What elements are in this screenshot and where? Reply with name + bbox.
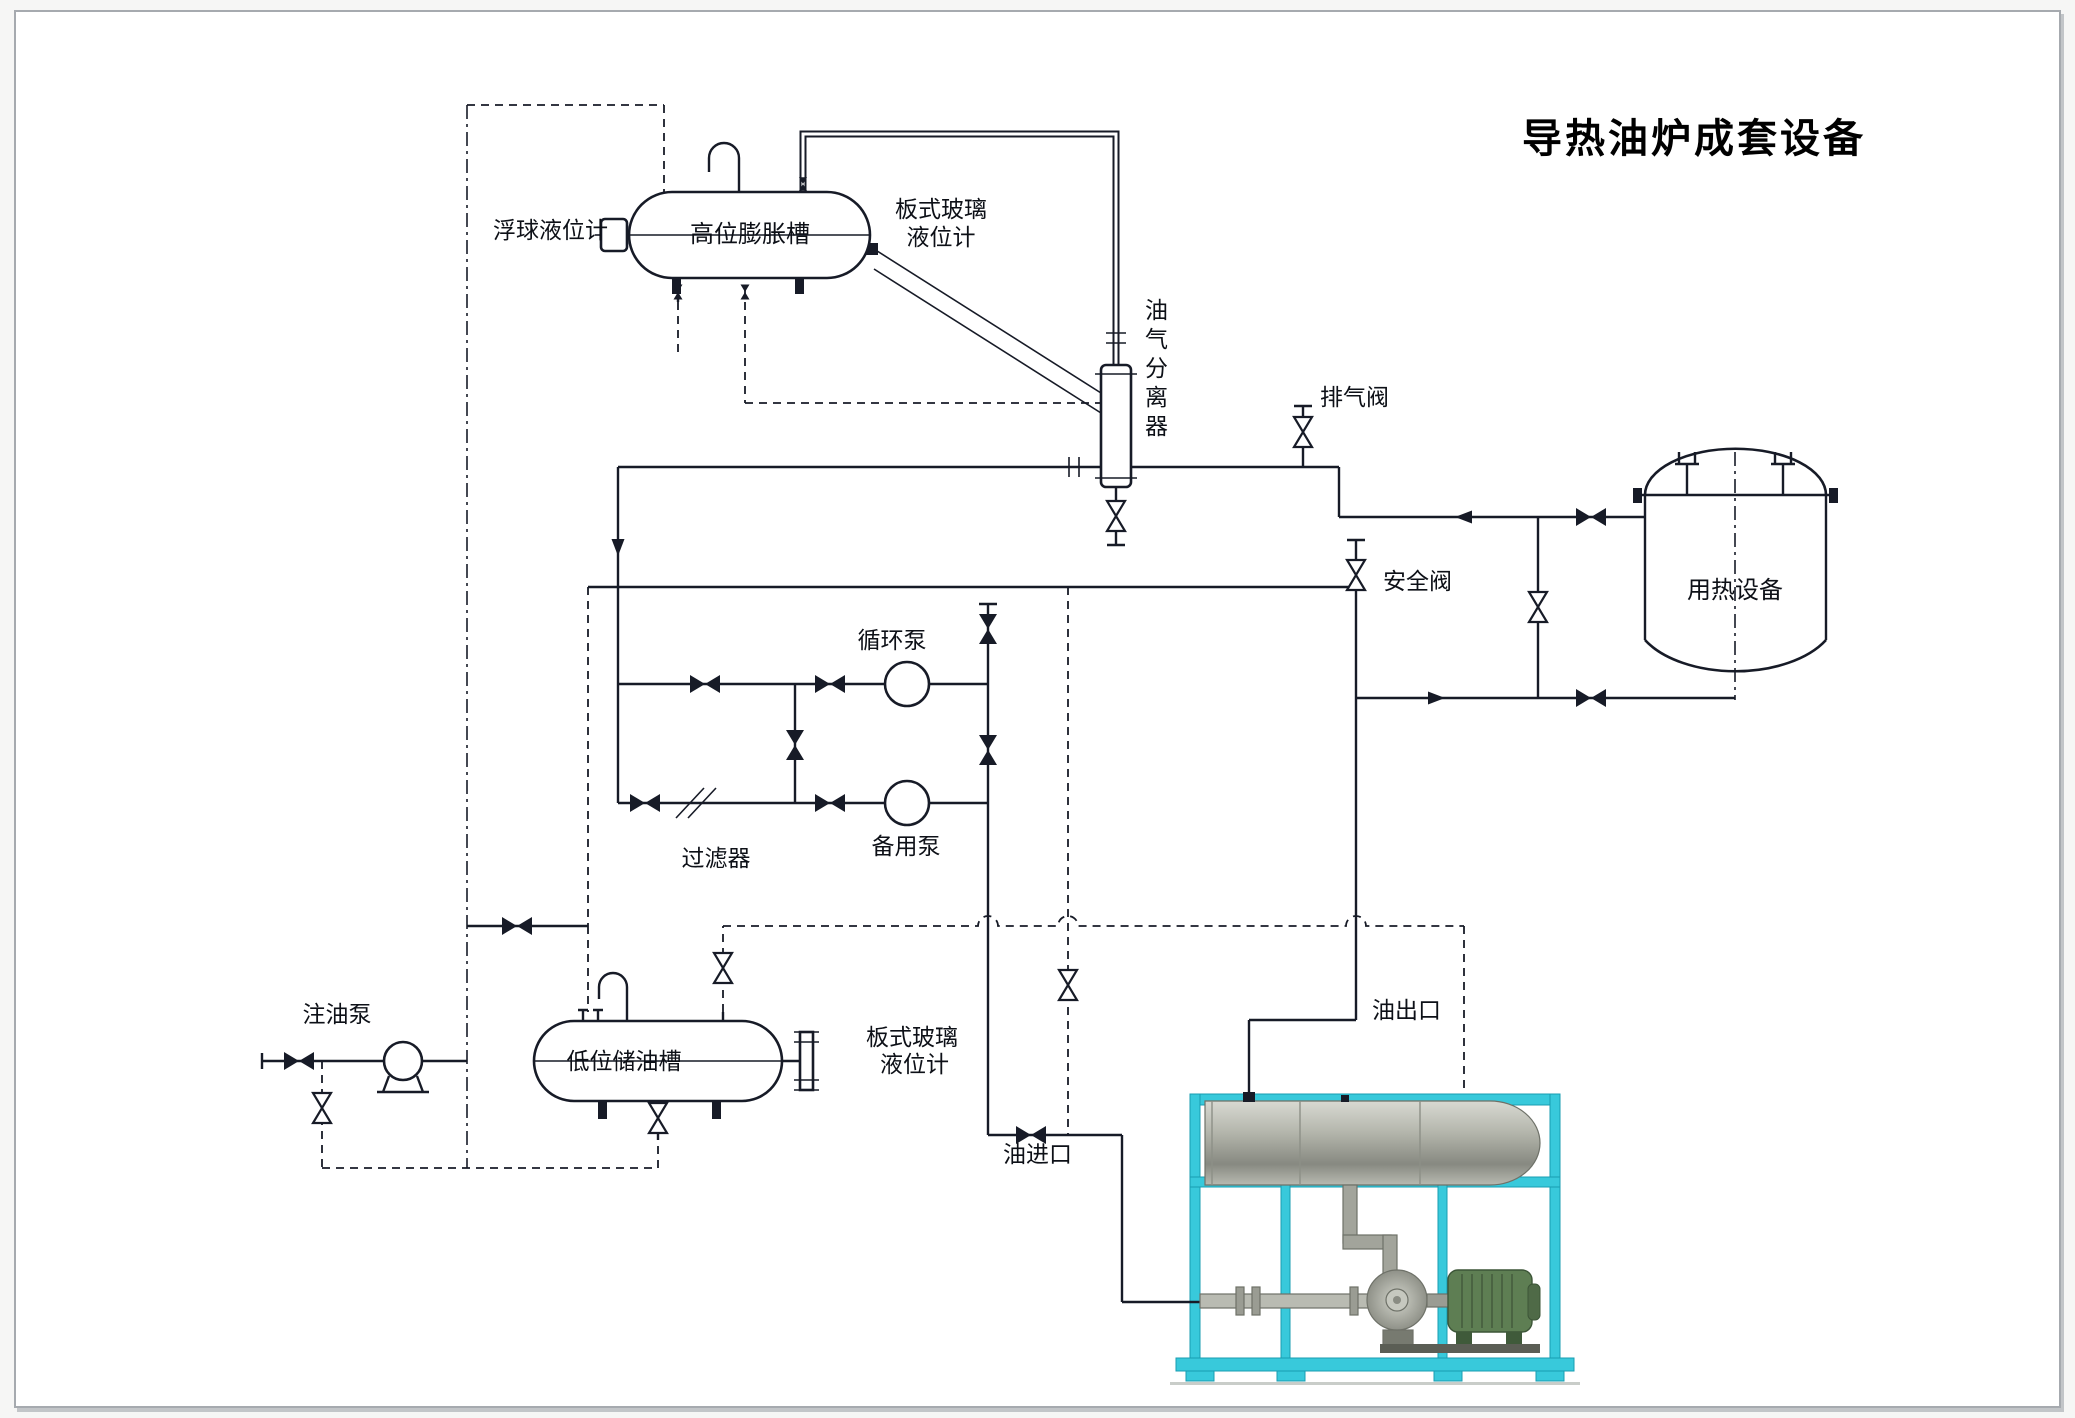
label-filter: 过滤器 — [681, 845, 751, 871]
exhaust-valve-icon — [1292, 415, 1314, 449]
valve-icon — [630, 794, 660, 812]
low-oil-storage-tank — [532, 971, 819, 1119]
valve-icon — [815, 794, 845, 812]
label-plate-glass-gauge-top-1: 板式玻璃 — [895, 196, 987, 222]
oil-injection-pump-icon — [377, 1040, 429, 1094]
label-circulation-pump: 循环泵 — [857, 627, 927, 653]
label-oil-injection-pump: 注油泵 — [302, 1001, 372, 1027]
valve-icon — [740, 284, 750, 300]
bypass-valve-icon — [1527, 590, 1549, 624]
valve-icon — [979, 735, 997, 765]
standby-pump-icon — [883, 779, 931, 827]
label-plate-glass-gauge-bottom-1: 板式玻璃 — [866, 1024, 958, 1050]
label-standby-pump: 备用泵 — [871, 833, 941, 859]
valve-icon — [1057, 968, 1079, 1002]
drawing-border — [14, 10, 2061, 1408]
separator-drain-valve-icon — [1105, 499, 1127, 533]
valve-icon — [979, 614, 997, 644]
label-oil-outlet: 油出口 — [1372, 997, 1441, 1023]
label-low-oil-storage-tank: 低位储油槽 — [566, 1048, 682, 1074]
flow-arrow-right-icon — [1428, 691, 1445, 705]
label-high-expansion-tank: 高位膨胀槽 — [690, 221, 810, 248]
label-plate-glass-gauge-top-2: 液位计 — [906, 224, 976, 250]
valve-icon — [1576, 689, 1606, 707]
tank-drain-valve-icon — [647, 1101, 669, 1135]
valve-icon — [786, 730, 804, 760]
safety-valve-icon — [1345, 558, 1367, 592]
furnace-vessel — [1204, 1100, 1541, 1186]
label-heat-consumer: 用热设备 — [1687, 577, 1783, 604]
valve-icon — [1576, 508, 1606, 526]
flow-arrow-down-icon — [611, 539, 625, 556]
furnace-unit — [1199, 1092, 1541, 1353]
label-safety-valve: 安全阀 — [1383, 568, 1452, 594]
furnace-motor-icon — [1447, 1269, 1533, 1333]
drawing-title: 导热油炉成套设备 — [1522, 117, 1866, 161]
high-expansion-tank — [595, 141, 872, 294]
tank-vent-valve-icon — [712, 951, 734, 985]
valve-icon — [502, 917, 532, 935]
furnace-skid-frame — [1170, 1093, 1580, 1385]
valve-icon — [311, 1091, 333, 1125]
valve-icon — [690, 675, 720, 693]
label-float-level-gauge: 浮球液位计 — [493, 217, 608, 243]
plate-glass-gauge-icon — [798, 1030, 815, 1092]
label-plate-glass-gauge-bottom-2: 液位计 — [880, 1051, 949, 1077]
label-oil-inlet: 油进口 — [1003, 1141, 1072, 1167]
heat-consumer-vessel — [1633, 447, 1838, 700]
label-oil-gas-separator: 油气分离器 — [1141, 298, 1168, 443]
valve-icon — [284, 1052, 314, 1070]
flow-arrow-left-icon — [1455, 510, 1472, 524]
oil-gas-separator-vessel — [1095, 363, 1137, 489]
valve-icon — [815, 675, 845, 693]
circulation-pump-icon — [883, 660, 931, 708]
label-exhaust-valve: 排气阀 — [1320, 384, 1389, 410]
